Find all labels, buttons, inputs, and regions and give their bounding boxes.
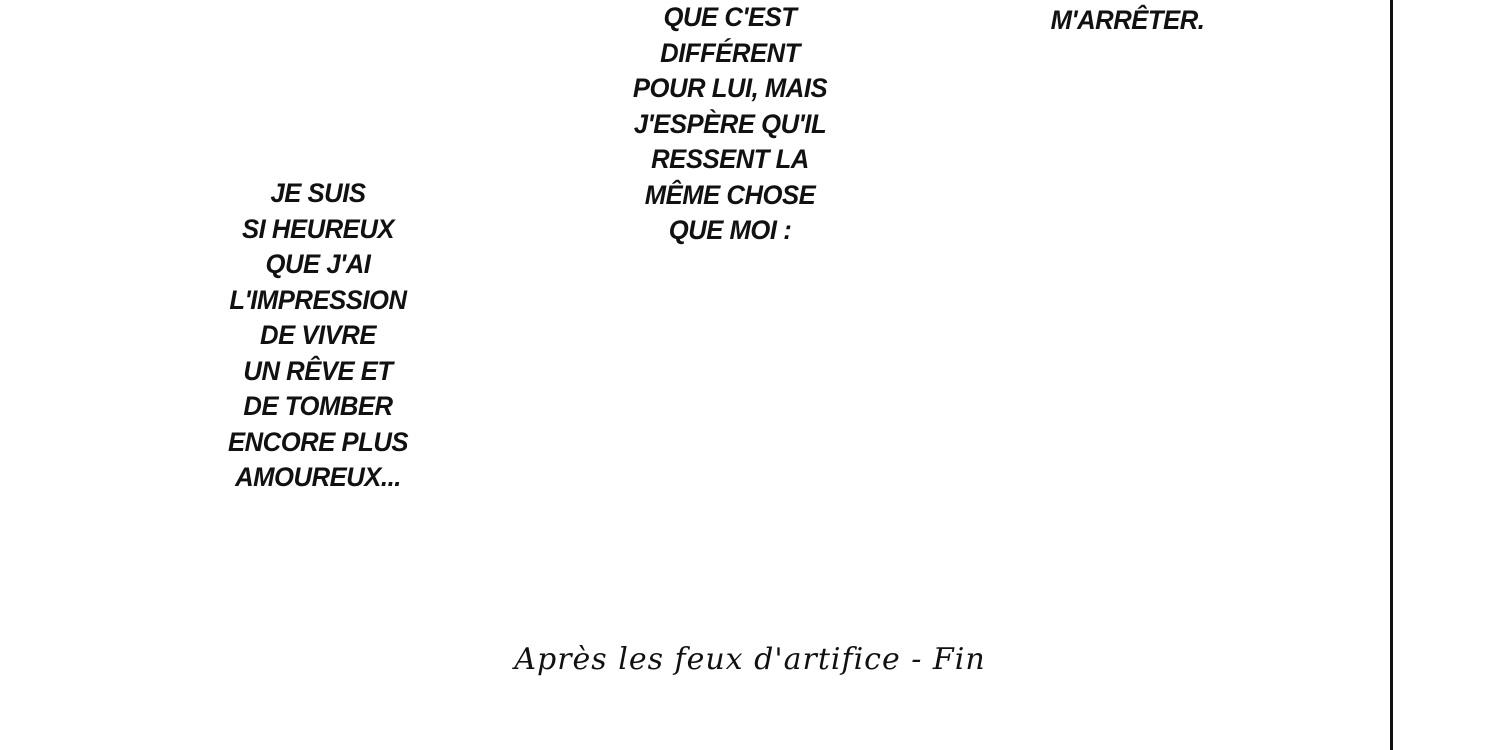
text-line: M'ARRÊTER.	[1050, 5, 1205, 35]
text-line: ENCORE PLUS	[227, 426, 409, 457]
text-line: POUR LUI, MAIS	[632, 73, 828, 103]
panel-border	[1390, 0, 1393, 750]
chapter-end-title: Après les feux d'artifice - Fin	[514, 642, 986, 677]
text-line: QUE J'AI	[265, 249, 371, 279]
text-line: QUE MOI :	[668, 215, 792, 245]
text-line: JE SUIS	[270, 178, 366, 208]
text-line: DIFFÉRENT	[660, 37, 800, 68]
text-line: J'ESPÈRE QU'IL	[633, 108, 827, 139]
text-line: DE TOMBER	[243, 391, 393, 421]
text-line: MÊME CHOSE	[644, 179, 816, 210]
text-line: UN RÊVE ET	[243, 355, 393, 386]
speech-text-left: JE SUIS SI HEUREUX QUE J'AI L'IMPRESSION…	[204, 176, 432, 496]
text-line: DE VIVRE	[260, 320, 376, 350]
text-line: AMOUREUX...	[235, 462, 401, 492]
text-line: RESSENT LA	[651, 144, 809, 174]
text-line: QUE C'EST	[663, 2, 797, 32]
speech-text-middle: QUE C'EST DIFFÉRENT POUR LUI, MAIS J'ESP…	[607, 0, 854, 249]
text-line: L'IMPRESSION	[229, 284, 407, 315]
text-line: SI HEUREUX	[241, 213, 395, 244]
speech-text-right: M'ARRÊTER.	[1016, 3, 1239, 39]
